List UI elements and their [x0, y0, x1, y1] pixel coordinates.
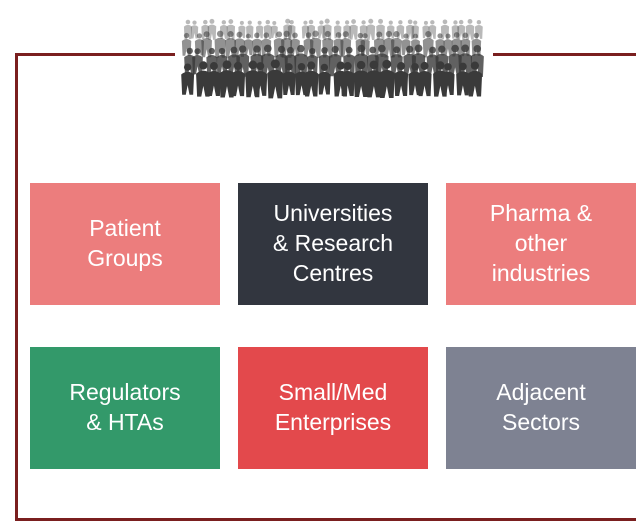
- universities-research-label: Universities & Research Centres: [272, 200, 394, 286]
- regulators-htas-label: Regulators & HTAs: [69, 379, 181, 435]
- crowd-of-people-icon: [175, 0, 493, 106]
- adjacent-sectors-label: Adjacent Sectors: [496, 379, 586, 435]
- patient-groups-label: Patient Groups: [87, 215, 163, 271]
- pharma-industries-label: Pharma & other industries: [489, 200, 593, 286]
- universities-research-box: Universities & Research Centres: [238, 183, 428, 305]
- adjacent-sectors-box: Adjacent Sectors: [446, 347, 636, 469]
- small-med-enterprises-label: Small/Med Enterprises: [274, 379, 392, 435]
- small-med-enterprises-box: Small/Med Enterprises: [238, 347, 428, 469]
- patient-groups-box: Patient Groups: [30, 183, 220, 305]
- pharma-industries-box: Pharma & other industries: [446, 183, 636, 305]
- regulators-htas-box: Regulators & HTAs: [30, 347, 220, 469]
